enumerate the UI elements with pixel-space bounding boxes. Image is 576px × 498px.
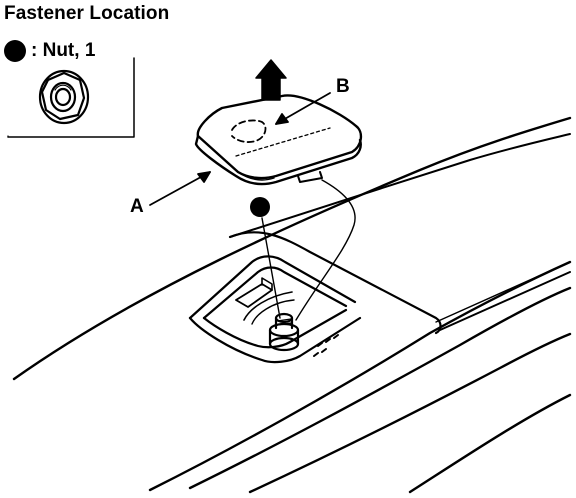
diagram-title: Fastener Location [4,3,170,24]
mount-boss [188,231,442,364]
callout-label-a: A [130,196,144,217]
callout-label-b: B [336,76,350,97]
lift-arrow-icon [255,59,287,101]
nut-inset-frame [7,57,135,138]
leader-b [275,92,331,125]
alignment-guide [295,179,356,321]
nut-location-marker [250,197,281,319]
roof-body [12,116,572,494]
fastener-legend: : Nut, 1 [4,40,95,62]
flange-nut-icon [38,69,90,125]
roof-rail [229,133,571,331]
stud-bolt [268,312,300,352]
nut-marker-icon [4,40,26,62]
cover-cap [194,94,363,186]
leader-a [149,171,211,206]
legend-text: : Nut, 1 [31,40,96,61]
